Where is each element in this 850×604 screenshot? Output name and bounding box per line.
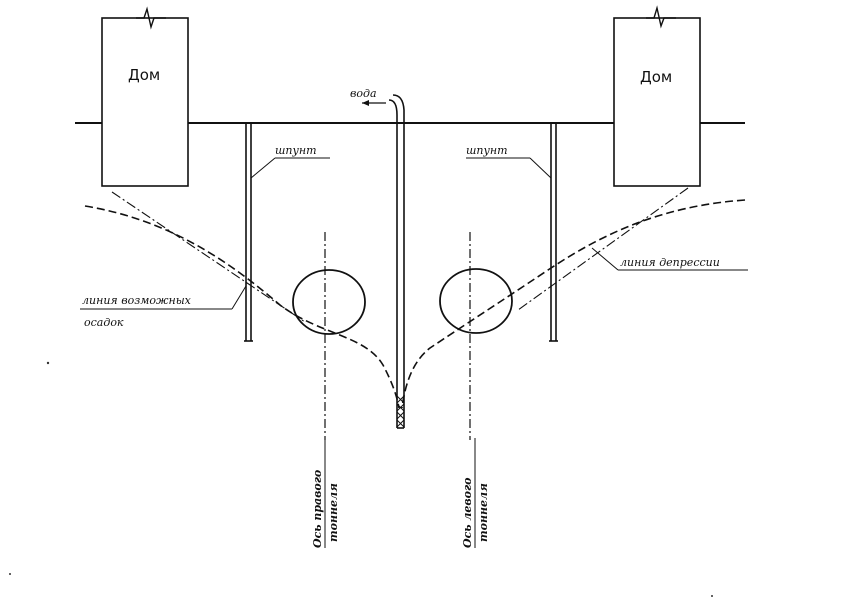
settlement-line-right [517, 187, 689, 311]
sheet-pile-left [244, 123, 253, 342]
sheet-pile-right-label: шпунт [466, 144, 508, 157]
sheet-pile-right [549, 123, 558, 342]
house-right: Дом [613, 5, 701, 187]
break-mark-right [646, 5, 676, 29]
settlement-line-label-2: осадок [84, 316, 124, 329]
depression-curve-left [84, 205, 400, 409]
scan-speck [9, 573, 11, 575]
left-tunnel-axis-label-2: тоннеля [477, 483, 490, 542]
settlement-line-pointer [231, 285, 247, 310]
left-tunnel-axis-label-1: Ось левого [461, 477, 474, 548]
right-tunnel-axis-label-2: тоннеля [327, 483, 340, 542]
tunnel-right [439, 268, 513, 334]
sheet-pile-left-pointer [250, 157, 276, 179]
tunnel-left [292, 269, 366, 335]
sheet-pile-right-pointer [529, 157, 552, 179]
scan-speck [46, 361, 50, 365]
depression-line-pointer [591, 247, 619, 271]
house-left: Дом [101, 6, 189, 187]
house-left-label: Дом [128, 66, 160, 84]
house-right-label: Дом [640, 68, 672, 86]
dewatering-well [388, 94, 405, 429]
right-tunnel-axis-label: Ось правого тоннеля [311, 438, 340, 548]
depression-curve-right [401, 199, 746, 409]
left-tunnel-axis-label: Ось левого тоннеля [461, 438, 490, 548]
water-label: вода [350, 87, 377, 100]
break-mark-left [136, 6, 166, 30]
settlement-line-label-1: линия возможных [82, 294, 192, 307]
right-tunnel-axis-label-1: Ось правого [311, 470, 324, 548]
scan-speck [711, 595, 713, 597]
sheet-pile-left-label: шпунт [275, 144, 317, 157]
settlement-line-left [111, 191, 306, 323]
depression-line-label: линия депрессии [620, 256, 720, 269]
water-arrow [362, 100, 386, 106]
